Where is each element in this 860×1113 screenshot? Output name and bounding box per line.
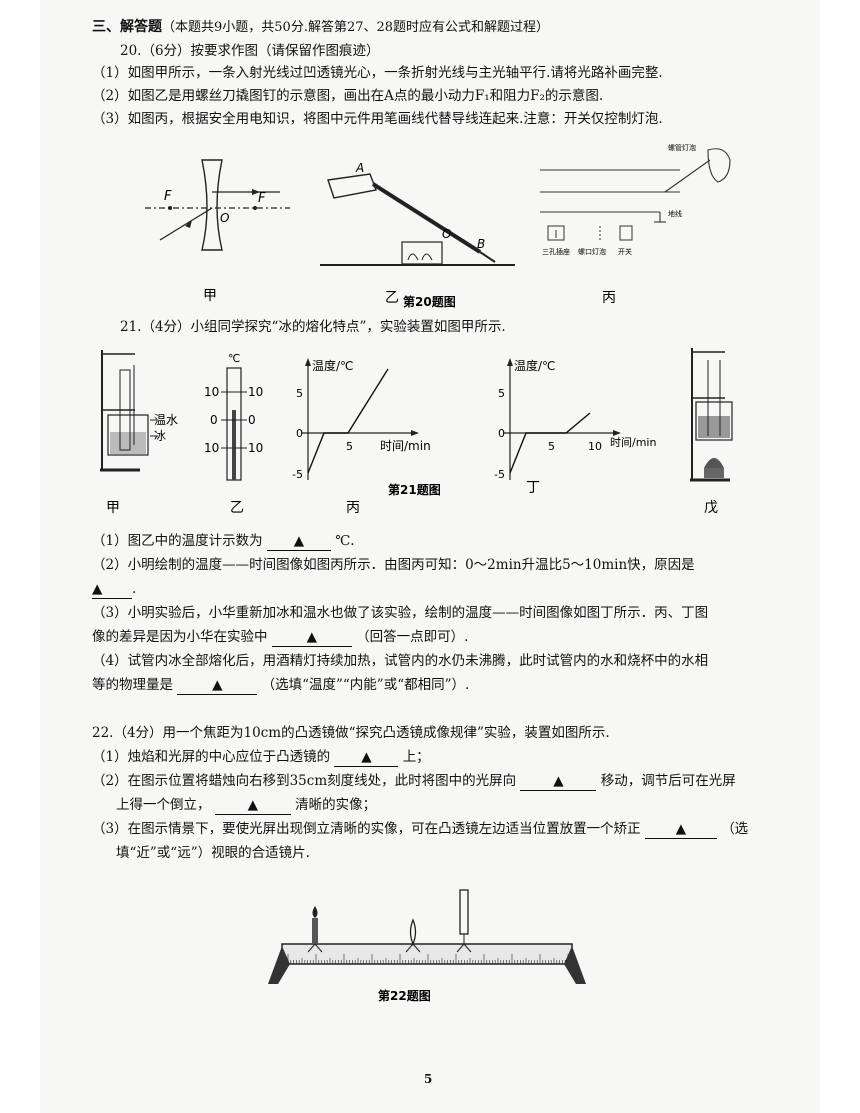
q20-part2: （2）如图乙是用螺丝刀撬图钉的示意图，画出在A点的最小动力F₁和阻力F₂的示意图…: [92, 88, 604, 104]
focus-left-label: F: [164, 189, 172, 204]
section-title: 三、解答题: [92, 19, 162, 35]
fig21-bing-label: 丙: [346, 500, 360, 516]
q21-blank2[interactable]: ▲: [92, 580, 132, 599]
fig-bing-label: 丙: [602, 290, 616, 306]
concave-lens-figure: F F O: [145, 159, 290, 251]
screwdriver-figure: A O B: [320, 161, 515, 266]
section-note: （本题共9小题，共50分.解答第27、28题时应有公式和解题过程）: [162, 20, 550, 35]
q21-blank1[interactable]: ▲: [266, 532, 331, 551]
graph-bing-xlabel: 时间/min: [380, 439, 431, 453]
q22-blank4[interactable]: ▲: [644, 820, 717, 839]
bulb-label: 螺管灯泡: [668, 143, 696, 152]
q22-part1: （1）烛焰和光屏的中心应位于凸透镜的 ▲ 上；: [92, 748, 430, 767]
thermo-tick-right-mid: 0: [248, 413, 256, 427]
q20-figures: F F O A O B 螺管灯泡 地线: [145, 143, 731, 309]
ruler-ticks: [287, 954, 569, 964]
switch-label: 开关: [618, 247, 632, 256]
graph-bing-ylabel: 温度/℃: [312, 358, 354, 373]
fig-yi-label: 乙: [385, 290, 399, 306]
q20-part3: （3）如图丙，根据安全用电知识，将图中元件用笔画线代替导线连起来.注意：开关仅控…: [92, 111, 663, 127]
curve-ding: [509, 412, 591, 474]
q21-part2-blank: ▲.: [92, 580, 137, 599]
q20-caption: 第20题图: [403, 294, 456, 309]
section-header: 三、解答题（本题共9小题，共50分.解答第27、28题时应有公式和解题过程）: [92, 18, 549, 37]
thermo-tick-left-top: 10: [204, 385, 219, 399]
thermometer-unit: ℃: [228, 352, 240, 365]
graph-bing: 温度/℃ 时间/min 5 0 -5 5 10: [292, 358, 431, 481]
curve-bing: [307, 368, 389, 474]
q21-part4a: （4）试管内冰全部熔化后，用酒精灯持续加热，试管内的水仍未沸腾，此时试管内的水和…: [92, 653, 709, 669]
exam-page: 三、解答题（本题共9小题，共50分.解答第27、28题时应有公式和解题过程） 2…: [40, 0, 820, 1113]
q21-title: 21.（4分）小组同学探究“冰的熔化特点”，实验装置如图甲所示.: [120, 319, 506, 335]
graph-ding-y0: 0: [498, 427, 505, 440]
q22-blank2[interactable]: ▲: [520, 772, 597, 791]
q21-blank4[interactable]: ▲: [177, 676, 258, 695]
page-number: 5: [424, 1072, 433, 1086]
point-b-label: B: [477, 237, 485, 251]
optical-bench-figure: 第22题图: [268, 889, 586, 1003]
graph-bing-x5: 5: [346, 440, 353, 453]
q21-part1: （1）图乙中的温度计示数为 ▲ ℃.: [92, 532, 355, 551]
q21-part3a: （3）小明实验后，小华重新加冰和温水也做了该实验，绘制的温度——时间图像如图丁所…: [92, 605, 709, 621]
fig21-ding-label: 丁: [526, 480, 540, 496]
graph-bing-y5: 5: [296, 387, 303, 400]
fulcrum-o-label: O: [442, 227, 451, 241]
q21-figures: 温水 冰 ℃ 10 0 10 10 0 10 温度/℃ 时间/min 5: [100, 348, 733, 516]
thermo-tick-left-bottom: 10: [204, 441, 219, 455]
graph-ding-x10: 10: [588, 440, 602, 453]
socket-label: 三孔插座: [542, 247, 570, 256]
q22-caption: 第22题图: [378, 988, 431, 1003]
fig21-yi-label: 乙: [230, 500, 244, 516]
q20-part1: （1）如图甲所示，一条入射光线过凹透镜光心，一条折射光线与主光轴平行.请将光路补…: [92, 65, 663, 81]
thermo-tick-right-bottom: 10: [248, 441, 263, 455]
circuit-figure: 螺管灯泡 地线 三孔插座 螺口灯泡 开关: [540, 143, 731, 256]
fig21-jia-label: 甲: [106, 500, 120, 516]
ground-label: 地线: [668, 209, 682, 218]
q21-blank3[interactable]: ▲: [271, 628, 352, 647]
graph-ding-y5: 5: [498, 387, 505, 400]
warm-water-label: 温水: [154, 413, 178, 427]
fig21-wu-label: 戊: [704, 500, 718, 516]
q20-title: 20.（6分）按要求作图（请保留作图痕迹）: [120, 43, 380, 59]
heating-apparatus-figure: [690, 348, 733, 482]
lamp-socket-label: 螺口灯泡: [578, 247, 606, 256]
graph-ding-ym5: -5: [494, 468, 505, 481]
q22-blank1[interactable]: ▲: [334, 748, 399, 767]
q22-blank3[interactable]: ▲: [214, 796, 291, 815]
fig-jia-label: 甲: [203, 288, 217, 304]
q22-title: 22.（4分）用一个焦距为10cm的凸透镜做“探究凸透镜成像规律”实验，装置如图…: [92, 725, 610, 741]
q21-part3b: 像的差异是因为小华在实验中 ▲ （回答一点即可）.: [92, 628, 469, 647]
thermo-tick-left-mid: 0: [210, 413, 218, 427]
graph-bing-ym5: -5: [292, 468, 303, 481]
thermo-tick-right-top: 10: [248, 385, 263, 399]
q21-caption: 第21题图: [388, 482, 441, 497]
q21-part4b: 等的物理量是 ▲ （选填“温度”“内能”或“都相同”）.: [92, 676, 470, 695]
graph-ding-ylabel: 温度/℃: [514, 358, 556, 373]
ice-label: 冰: [154, 429, 166, 443]
q22-part2a: （2）在图示位置将蜡烛向右移到35cm刻度线处，此时将图中的光屏向 ▲ 移动，调…: [92, 772, 736, 791]
ice-apparatus-figure: 温水 冰: [100, 350, 178, 472]
graph-bing-y0: 0: [296, 427, 303, 440]
graph-ding-xlabel: 时间/min: [610, 436, 656, 449]
graph-ding-x5: 5: [548, 440, 555, 453]
q22-part3a: （3）在图示情景下，要使光屏出现倒立清晰的实像，可在凸透镜左边适当位置放置一个矫…: [92, 820, 749, 839]
thermometer-figure: ℃ 10 0 10 10 0 10: [204, 352, 263, 481]
q22-part3b: 填“近”或“远”）视眼的合适镜片.: [116, 845, 310, 861]
point-a-label: A: [355, 161, 364, 175]
graph-ding: 温度/℃ 时间/min 5 0 -5 5 10: [494, 358, 656, 481]
q21-part2: （2）小明绘制的温度——时间图像如图丙所示．由图丙可知：0～2min升温比5～1…: [92, 557, 695, 573]
q22-part2b: 上得一个倒立， ▲ 清晰的实像；: [116, 796, 377, 815]
optical-center-label: O: [220, 211, 229, 225]
focus-right-label: F: [258, 191, 266, 206]
